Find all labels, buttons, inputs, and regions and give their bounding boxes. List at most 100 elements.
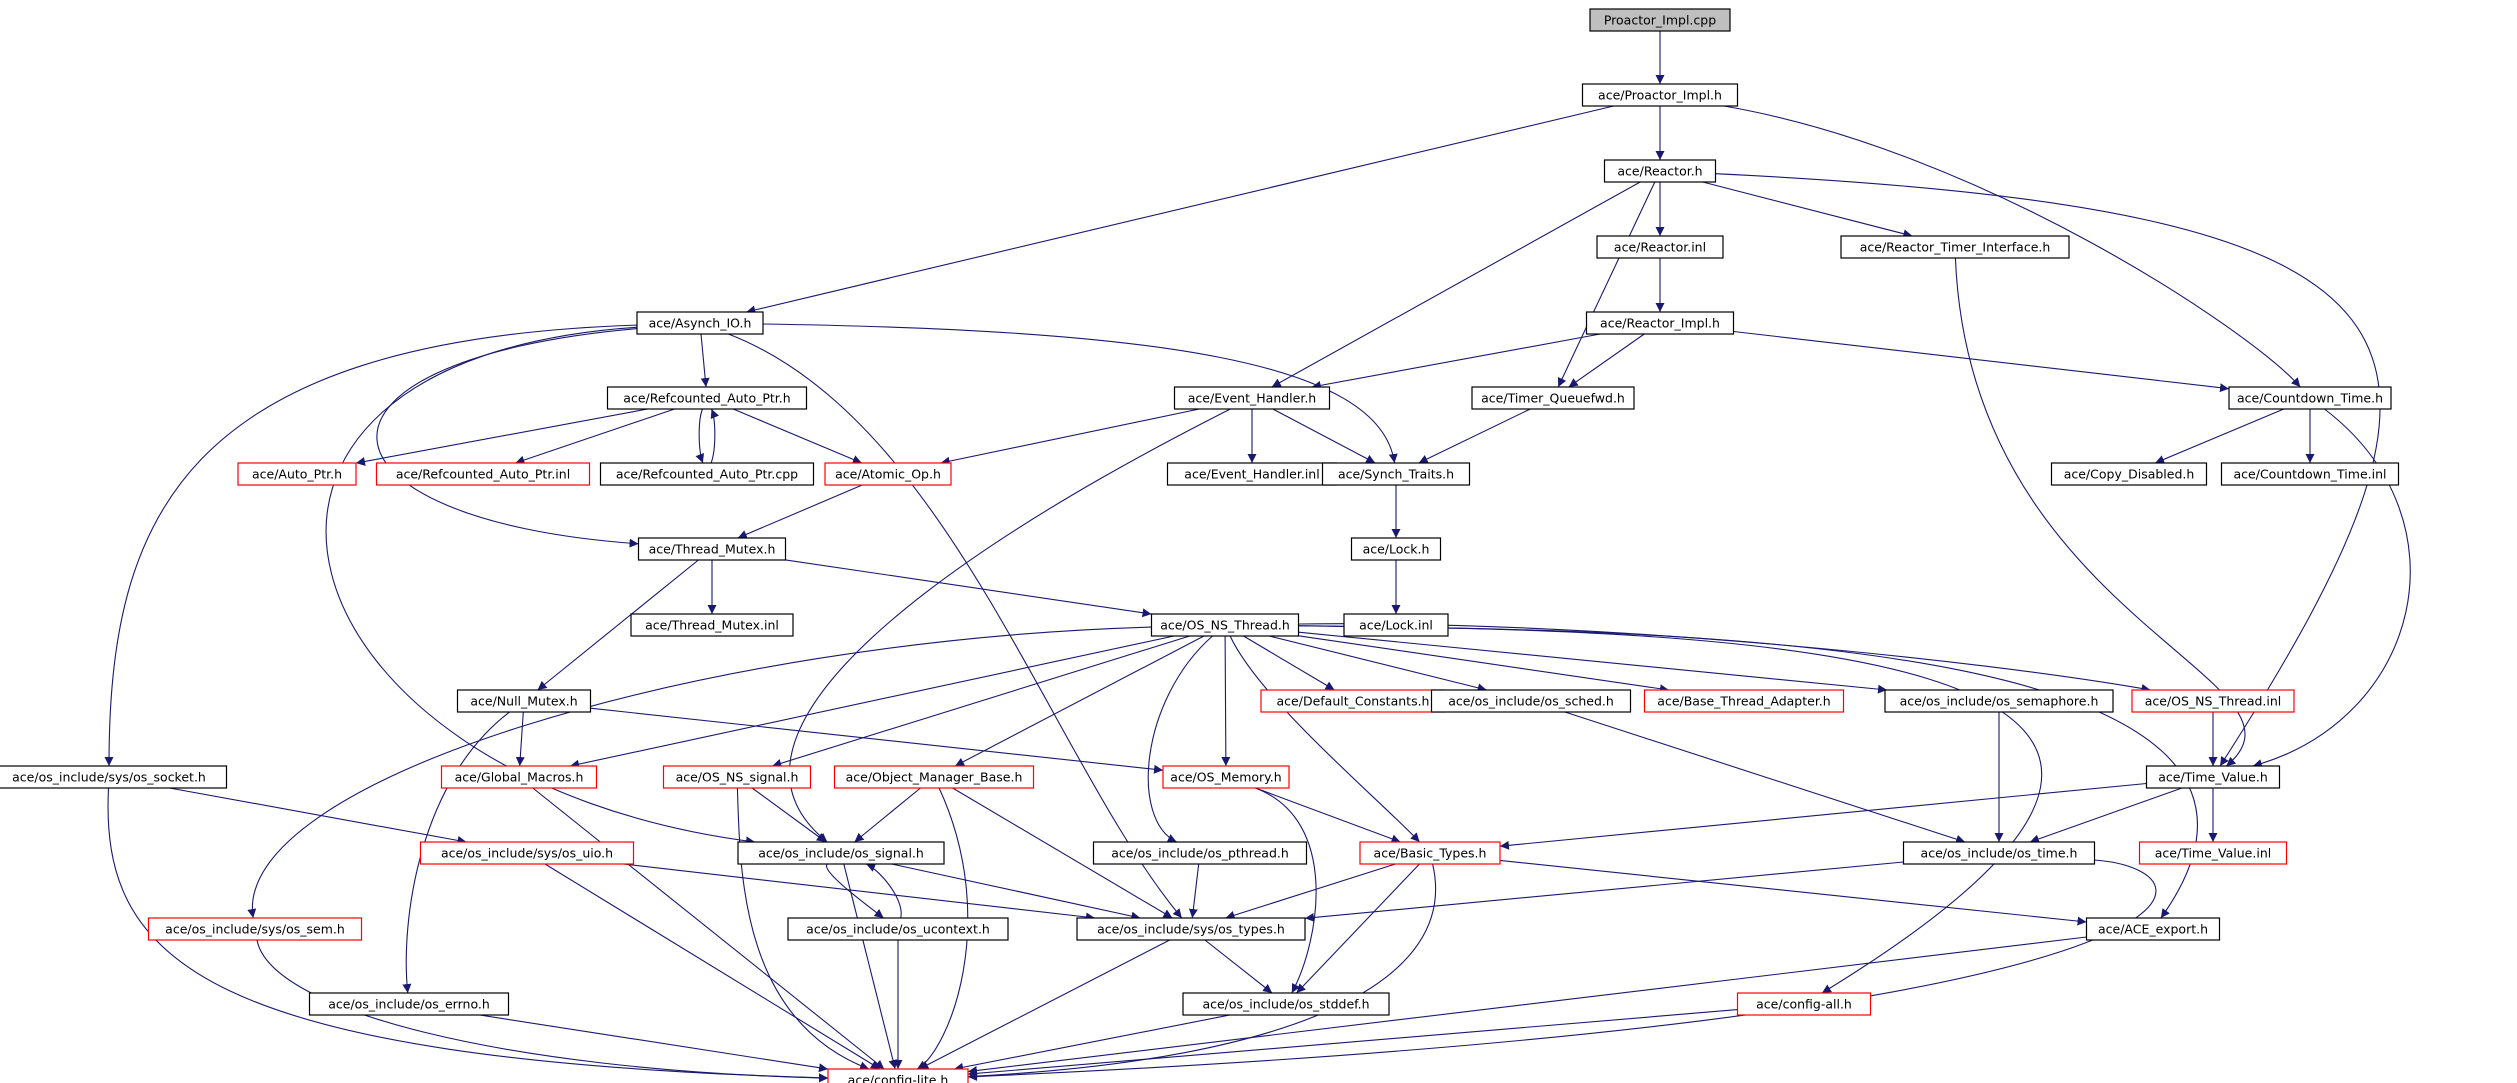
node-os-ucontext-h[interactable]: ace/os_include/os_ucontext.h	[787, 917, 1009, 941]
node-proactor-impl-h[interactable]: ace/Proactor_Impl.h	[1581, 83, 1739, 107]
node-reactor-h[interactable]: ace/Reactor.h	[1603, 159, 1717, 183]
edge-countdown-time-h-to-time-value-h	[2252, 408, 2411, 768]
node-null-mutex-h[interactable]: ace/Null_Mutex.h	[456, 689, 592, 713]
node-label: ace/Base_Thread_Adapter.h	[1657, 694, 1830, 709]
edge-object-manager-base-h-to-config-lite-h	[916, 787, 969, 1070]
edge-os-sched-h-to-os-time-h	[1564, 711, 1966, 844]
edge-os-ns-thread-h-to-base-thread-adapter-h	[1298, 635, 1669, 694]
node-os-types-h[interactable]: ace/os_include/sys/os_types.h	[1076, 917, 1306, 941]
edge-asynch-io-h-to-refcounted-auto-ptr-h	[700, 333, 710, 388]
node-os-ns-thread-h[interactable]: ace/OS_NS_Thread.h	[1150, 613, 1300, 637]
node-box	[1076, 917, 1306, 941]
node-label: ace/OS_NS_signal.h	[676, 770, 799, 785]
node-atomic-op-h[interactable]: ace/Atomic_Op.h	[824, 462, 952, 486]
node-os-time-h[interactable]: ace/os_include/os_time.h	[1902, 841, 2096, 865]
edge-os-errno-h-to-config-lite-h	[479, 1014, 829, 1073]
edge-os-memory-h-to-os-stddef-h	[1255, 787, 1317, 994]
node-label: ace/Countdown_Time.inl	[2234, 467, 2387, 482]
node-lock-inl[interactable]: ace/Lock.inl	[1343, 613, 1449, 637]
edge-thread-mutex-h-to-os-ns-thread-h	[785, 559, 1152, 618]
node-label: ace/config-all.h	[1756, 997, 1852, 1012]
node-reactor-inl[interactable]: ace/Reactor.inl	[1596, 235, 1724, 259]
node-os-sem-h[interactable]: ace/os_include/sys/os_sem.h	[147, 917, 363, 941]
node-box	[1840, 235, 2070, 259]
edge-timer-queuefwd-h-to-synch-traits-h	[1418, 408, 1531, 464]
node-event-handler-inl[interactable]: ace/Event_Handler.inl	[1166, 462, 1338, 486]
node-copy-disabled-h[interactable]: ace/Copy_Disabled.h	[2050, 462, 2208, 486]
edge-os-time-h-to-config-lite-h	[967, 859, 2157, 1081]
node-reactor-timer-interface-h[interactable]: ace/Reactor_Timer_Interface.h	[1840, 235, 2070, 259]
node-basic-types-h[interactable]: ace/Basic_Types.h	[1359, 841, 1501, 865]
node-os-semaphore-h[interactable]: ace/os_include/os_semaphore.h	[1884, 689, 2114, 713]
node-os-sched-h[interactable]: ace/os_include/os_sched.h	[1430, 689, 1632, 713]
edge-os-ns-signal-h-to-os-signal-h	[751, 787, 827, 843]
node-reactor-impl-h[interactable]: ace/Reactor_Impl.h	[1585, 311, 1735, 335]
node-refcounted-auto-ptr-inl[interactable]: ace/Refcounted_Auto_Ptr.inl	[375, 462, 591, 486]
node-os-stddef-h[interactable]: ace/os_include/os_stddef.h	[1182, 992, 1390, 1016]
node-box	[1359, 841, 1501, 865]
node-label: ace/Basic_Types.h	[1374, 846, 1487, 861]
node-label: ace/Lock.h	[1363, 542, 1430, 557]
node-base-thread-adapter-h[interactable]: ace/Base_Thread_Adapter.h	[1643, 689, 1845, 713]
node-config-all-h[interactable]: ace/config-all.h	[1736, 992, 1872, 1016]
edge-time-value-h-to-os-time-h	[2029, 787, 2183, 844]
edge-reactor-h-to-time-value-h	[1715, 173, 2381, 767]
node-default-constants-h[interactable]: ace/Default_Constants.h	[1260, 689, 1446, 713]
edge-atomic-op-h-to-thread-mutex-h	[737, 484, 863, 539]
edge-reactor-h-to-event-handler-h	[1271, 181, 1641, 388]
node-box	[1092, 841, 1308, 865]
node-object-manager-base-h[interactable]: ace/Object_Manager_Base.h	[833, 765, 1035, 789]
node-os-memory-h[interactable]: ace/OS_Memory.h	[1162, 765, 1290, 789]
node-box	[1343, 613, 1449, 637]
edge-reactor-h-to-reactor-timer-interface-h	[1702, 181, 1913, 239]
node-ace-export-h[interactable]: ace/ACE_export.h	[2085, 917, 2221, 941]
node-label: ace/os_include/os_signal.h	[758, 846, 924, 861]
edge-os-ns-thread-h-to-os-pthread-h	[1147, 635, 1213, 843]
node-box	[1585, 311, 1735, 335]
node-box	[0, 765, 228, 789]
node-os-pthread-h[interactable]: ace/os_include/os_pthread.h	[1092, 841, 1308, 865]
edge-event-handler-h-to-synch-traits-h	[1272, 408, 1376, 464]
edge-refcounted-auto-ptr-h-to-atomic-op-h	[732, 408, 863, 464]
node-box	[636, 311, 764, 335]
node-box	[1736, 992, 1872, 1016]
node-os-ns-thread-inl[interactable]: ace/OS_NS_Thread.inl	[2131, 689, 2295, 713]
node-refcounted-auto-ptr-cpp[interactable]: ace/Refcounted_Auto_Ptr.cpp	[599, 462, 815, 486]
node-countdown-time-inl[interactable]: ace/Countdown_Time.inl	[2220, 462, 2400, 486]
node-box	[2228, 386, 2392, 410]
node-config-lite-h[interactable]: ace/config-lite.h	[827, 1068, 969, 1083]
node-label: ace/Lock.inl	[1359, 618, 1433, 633]
node-root[interactable]: Proactor_Impl.cpp	[1589, 8, 1731, 32]
node-label: ace/Time_Value.h	[2158, 770, 2268, 785]
node-thread-mutex-h[interactable]: ace/Thread_Mutex.h	[637, 537, 787, 561]
node-os-signal-h[interactable]: ace/os_include/os_signal.h	[737, 841, 945, 865]
node-countdown-time-h[interactable]: ace/Countdown_Time.h	[2228, 386, 2392, 410]
edge-reactor-impl-h-to-timer-queuefwd-h	[1568, 333, 1645, 388]
edge-os-ns-thread-h-to-os-semaphore-h	[1298, 631, 1888, 694]
node-auto-ptr-h[interactable]: ace/Auto_Ptr.h	[237, 462, 357, 486]
node-label: ace/os_include/sys/os_types.h	[1097, 922, 1285, 937]
node-synch-traits-h[interactable]: ace/Synch_Traits.h	[1321, 462, 1471, 486]
node-os-ns-signal-h[interactable]: ace/OS_NS_signal.h	[662, 765, 812, 789]
node-label: ace/Reactor.inl	[1614, 240, 1706, 255]
node-os-socket-h[interactable]: ace/os_include/sys/os_socket.h	[0, 765, 228, 789]
node-box	[1902, 841, 2096, 865]
node-label: ace/os_include/sys/os_sem.h	[165, 922, 345, 937]
node-label: ace/Refcounted_Auto_Ptr.cpp	[616, 467, 798, 482]
node-label: ace/Copy_Disabled.h	[2064, 467, 2195, 482]
node-label: ace/OS_NS_Thread.h	[1160, 618, 1290, 633]
node-event-handler-h[interactable]: ace/Event_Handler.h	[1173, 386, 1331, 410]
node-lock-h[interactable]: ace/Lock.h	[1350, 537, 1442, 561]
node-label: ace/os_include/os_time.h	[1921, 846, 2078, 861]
node-time-value-h[interactable]: ace/Time_Value.h	[2145, 765, 2281, 789]
node-os-errno-h[interactable]: ace/os_include/os_errno.h	[308, 992, 510, 1016]
node-label: ace/Reactor.h	[1617, 164, 1702, 179]
node-timer-queuefwd-h[interactable]: ace/Timer_Queuefwd.h	[1471, 386, 1635, 410]
node-global-macros-h[interactable]: ace/Global_Macros.h	[440, 765, 598, 789]
node-asynch-io-h[interactable]: ace/Asynch_IO.h	[636, 311, 764, 335]
node-refcounted-auto-ptr-h[interactable]: ace/Refcounted_Auto_Ptr.h	[606, 386, 808, 410]
node-time-value-inl[interactable]: ace/Time_Value.inl	[2138, 841, 2288, 865]
node-label: ace/Auto_Ptr.h	[252, 467, 342, 482]
node-thread-mutex-inl[interactable]: ace/Thread_Mutex.inl	[630, 613, 794, 637]
node-os-uio-h[interactable]: ace/os_include/sys/os_uio.h	[419, 841, 635, 865]
